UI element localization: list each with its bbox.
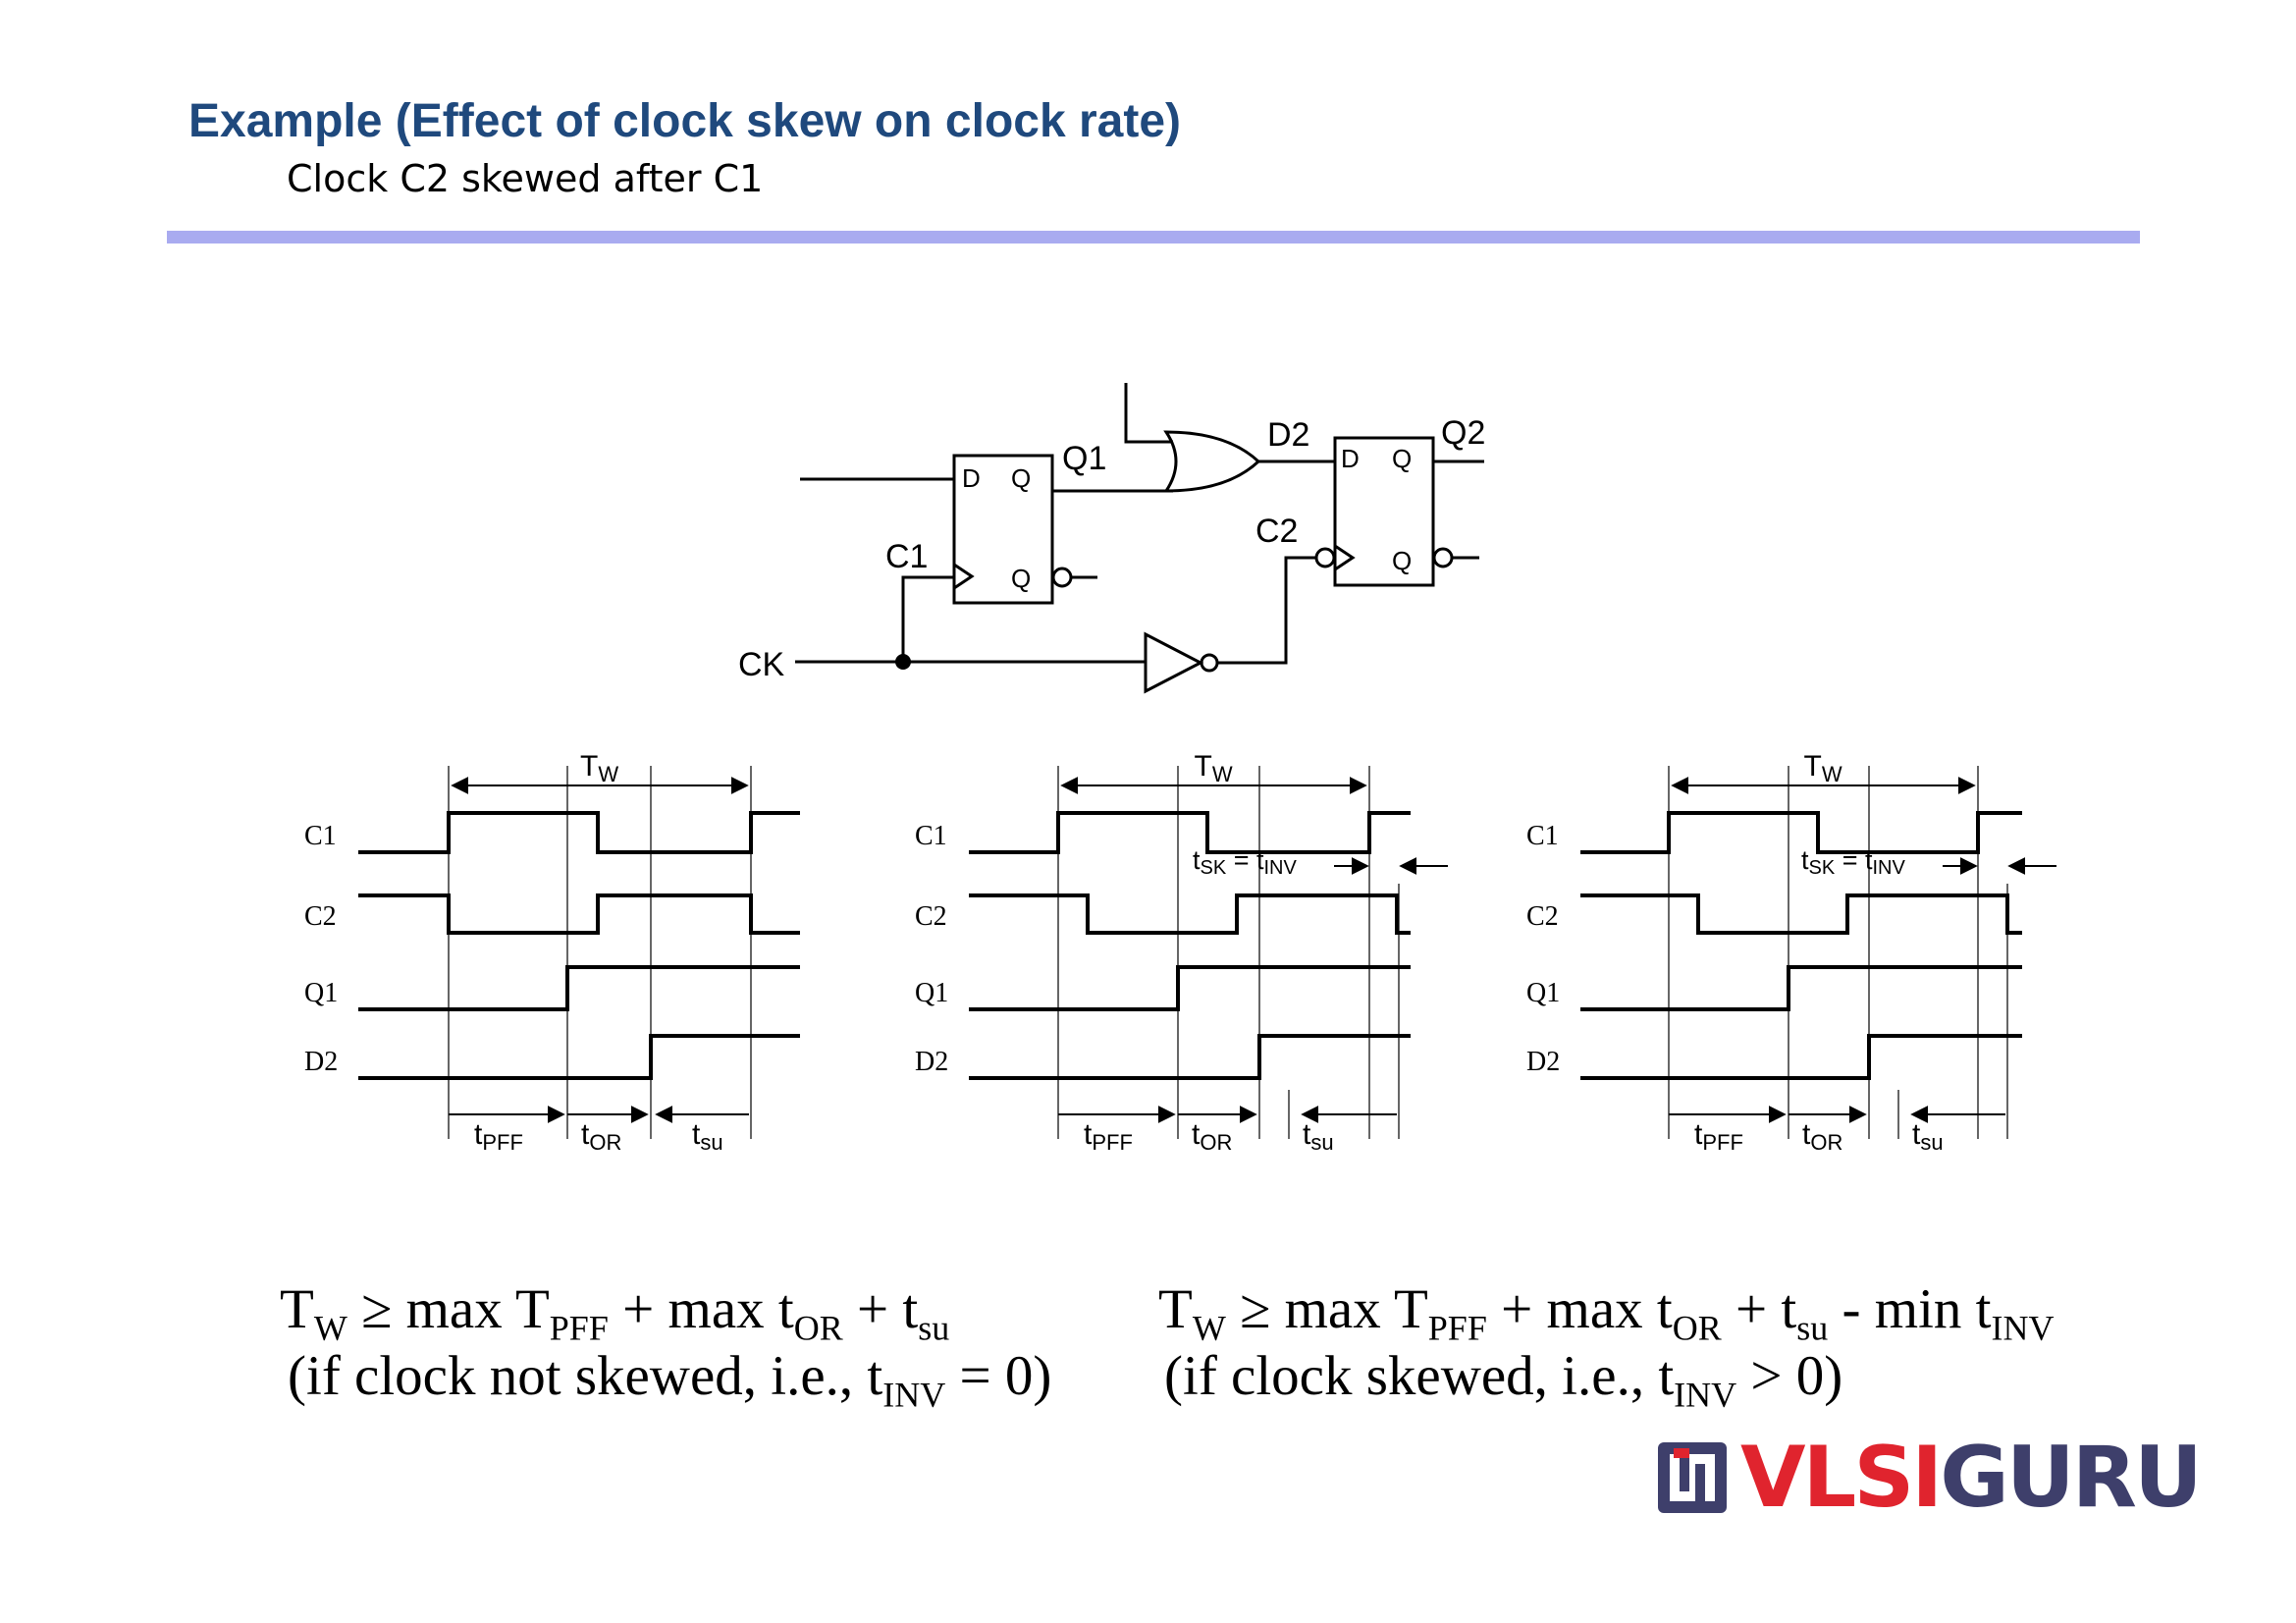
signal-label-d2: D2 xyxy=(1526,1047,1560,1077)
formula-unskewed: TW ≥ max TPFF + max tOR + tsu (if clock … xyxy=(280,1276,1052,1415)
tw-label: TW xyxy=(1804,750,1842,786)
waveform-c2 xyxy=(969,893,1411,935)
flip-flop-1 xyxy=(952,454,1054,605)
formula-skewed-line1: TW ≥ max TPFF + max tOR + tsu - min tINV xyxy=(1158,1278,2055,1348)
delay-label-pff: tPFF xyxy=(474,1118,523,1155)
label-c2: C2 xyxy=(1255,513,1298,550)
skew-label: tSK = tINV xyxy=(1801,845,1905,879)
ff2-clock-triangle xyxy=(1334,544,1356,571)
ff2-d-pin: D xyxy=(1341,444,1360,473)
label-ck: CK xyxy=(738,646,785,683)
delay-label-or: tOR xyxy=(1802,1118,1842,1155)
ck-junction-dot xyxy=(895,654,911,670)
ff2-qbar-pin: Q xyxy=(1392,546,1412,575)
or-gate xyxy=(1163,430,1261,493)
delay-label-pff: tPFF xyxy=(1084,1118,1133,1155)
delay-label-su: tsu xyxy=(1303,1118,1334,1155)
signal-label-c1: C1 xyxy=(1526,821,1559,851)
logo-text-vlsi: VLSI xyxy=(1740,1429,1943,1527)
ff1-q-pin: Q xyxy=(1011,463,1031,493)
flip-flop-2 xyxy=(1333,436,1435,587)
waveform-c1 xyxy=(969,811,1411,854)
ff2-qbar-bubble xyxy=(1432,547,1454,568)
c1-wire xyxy=(901,575,954,662)
skew-label: tSK = tINV xyxy=(1193,845,1297,879)
tw-label: TW xyxy=(1195,750,1233,786)
waveform-q1 xyxy=(969,965,1411,1011)
signal-label-d2: D2 xyxy=(304,1047,338,1077)
formula-skewed-line2: (if clock skewed, i.e., tINV > 0) xyxy=(1164,1345,1843,1415)
waveform-d2 xyxy=(1580,1034,2022,1080)
signal-label-c2: C2 xyxy=(1526,901,1559,932)
signal-label-c2: C2 xyxy=(304,901,337,932)
slide-title: Example (Effect of clock skew on clock r… xyxy=(188,95,1182,147)
waveform-d2 xyxy=(969,1034,1411,1080)
inverter xyxy=(1144,631,1204,694)
slide-subtitle: Clock C2 skewed after C1 xyxy=(287,157,764,200)
label-q2: Q2 xyxy=(1441,414,1485,452)
ff1-clock-triangle xyxy=(953,563,975,590)
label-c1: C1 xyxy=(885,538,928,575)
inverter-bubble xyxy=(1200,653,1219,673)
signal-label-q1: Q1 xyxy=(1526,978,1560,1008)
ff2-q-pin: Q xyxy=(1392,444,1412,473)
signal-label-q1: Q1 xyxy=(915,978,948,1008)
delay-label-su: tsu xyxy=(692,1118,723,1155)
circuit-schematic xyxy=(795,383,1484,694)
or-upper-input-wire xyxy=(1124,383,1173,444)
waveform-q1 xyxy=(358,965,800,1011)
signal-label-c2: C2 xyxy=(915,901,947,932)
waveform-q1 xyxy=(1580,965,2022,1011)
title-divider xyxy=(167,231,2140,243)
label-d2: D2 xyxy=(1267,416,1309,454)
signal-label-d2: D2 xyxy=(915,1047,948,1077)
ff1-d-pin: D xyxy=(962,463,981,493)
ff1-qbar-bubble xyxy=(1051,567,1073,588)
ff2-clock-bubble xyxy=(1314,547,1336,568)
delay-label-su: tsu xyxy=(1912,1118,1944,1155)
formula-skewed: TW ≥ max TPFF + max tOR + tsu - min tINV… xyxy=(1158,1276,2055,1415)
logo-text-guru: GURU xyxy=(1940,1429,2202,1527)
waveform-c2 xyxy=(1580,893,2022,935)
vlsiguru-logo-icon xyxy=(1658,1442,1727,1513)
waveform-c2 xyxy=(358,893,800,935)
signal-label-c1: C1 xyxy=(915,821,947,851)
delay-label-or: tOR xyxy=(581,1118,621,1155)
delay-label-pff: tPFF xyxy=(1694,1118,1743,1155)
delay-label-or: tOR xyxy=(1192,1118,1232,1155)
signal-label-q1: Q1 xyxy=(304,978,338,1008)
label-q1: Q1 xyxy=(1062,440,1106,477)
c2-wire xyxy=(1217,556,1316,665)
signal-label-c1: C1 xyxy=(304,821,337,851)
formula-unskewed-line2: (if clock not skewed, i.e., tINV = 0) xyxy=(288,1345,1052,1415)
tw-label: TW xyxy=(580,750,618,786)
ff1-qbar-pin: Q xyxy=(1011,564,1031,593)
waveform-c1 xyxy=(358,811,800,854)
waveform-d2 xyxy=(358,1034,800,1080)
formula-unskewed-line1: TW ≥ max TPFF + max tOR + tsu xyxy=(280,1278,950,1348)
vlsiguru-logo: VLSI GURU xyxy=(1654,1429,2203,1527)
